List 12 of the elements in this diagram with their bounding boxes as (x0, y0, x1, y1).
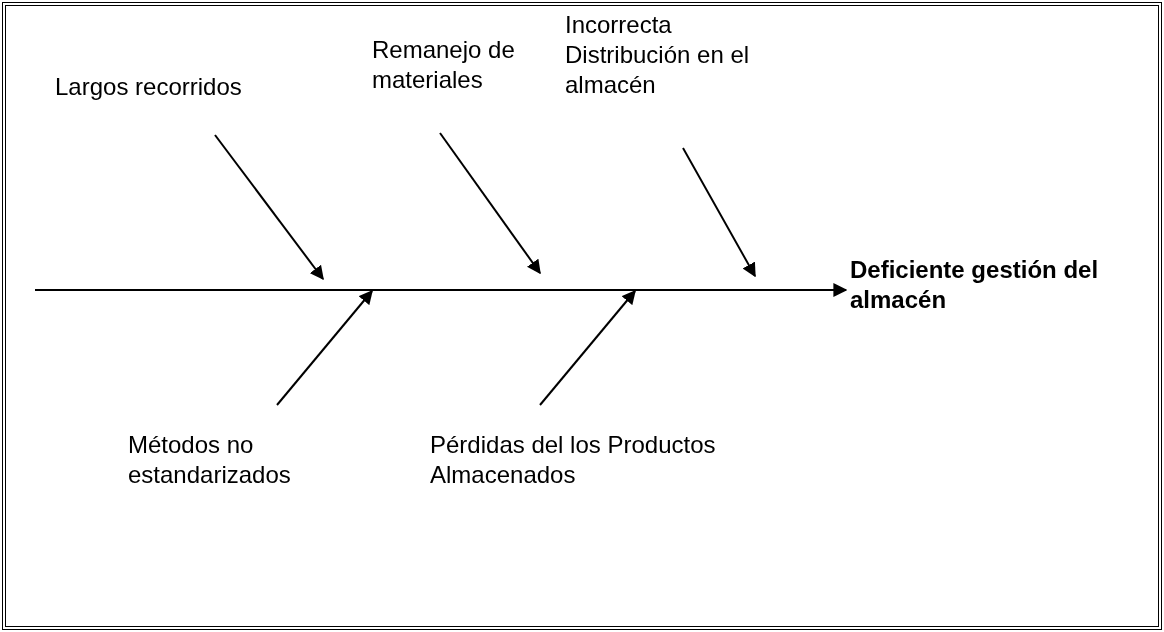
cause-arrow (439, 132, 541, 275)
cause-label: Remanejo de materiales (372, 35, 532, 95)
cause-label: Pérdidas del los Productos Almacenados (430, 430, 720, 490)
cause-arrow (276, 289, 373, 406)
cause-arrow (214, 134, 324, 281)
cause-arrow (682, 147, 756, 278)
cause-label: Métodos no estandarizados (128, 430, 338, 490)
effect-label: Deficiente gestión del almacén (850, 255, 1100, 315)
cause-label: Incorrecta Distribución en el almacén (565, 10, 795, 100)
spine-arrow (34, 283, 848, 297)
cause-label: Largos recorridos (55, 72, 295, 102)
cause-arrow (539, 289, 636, 406)
